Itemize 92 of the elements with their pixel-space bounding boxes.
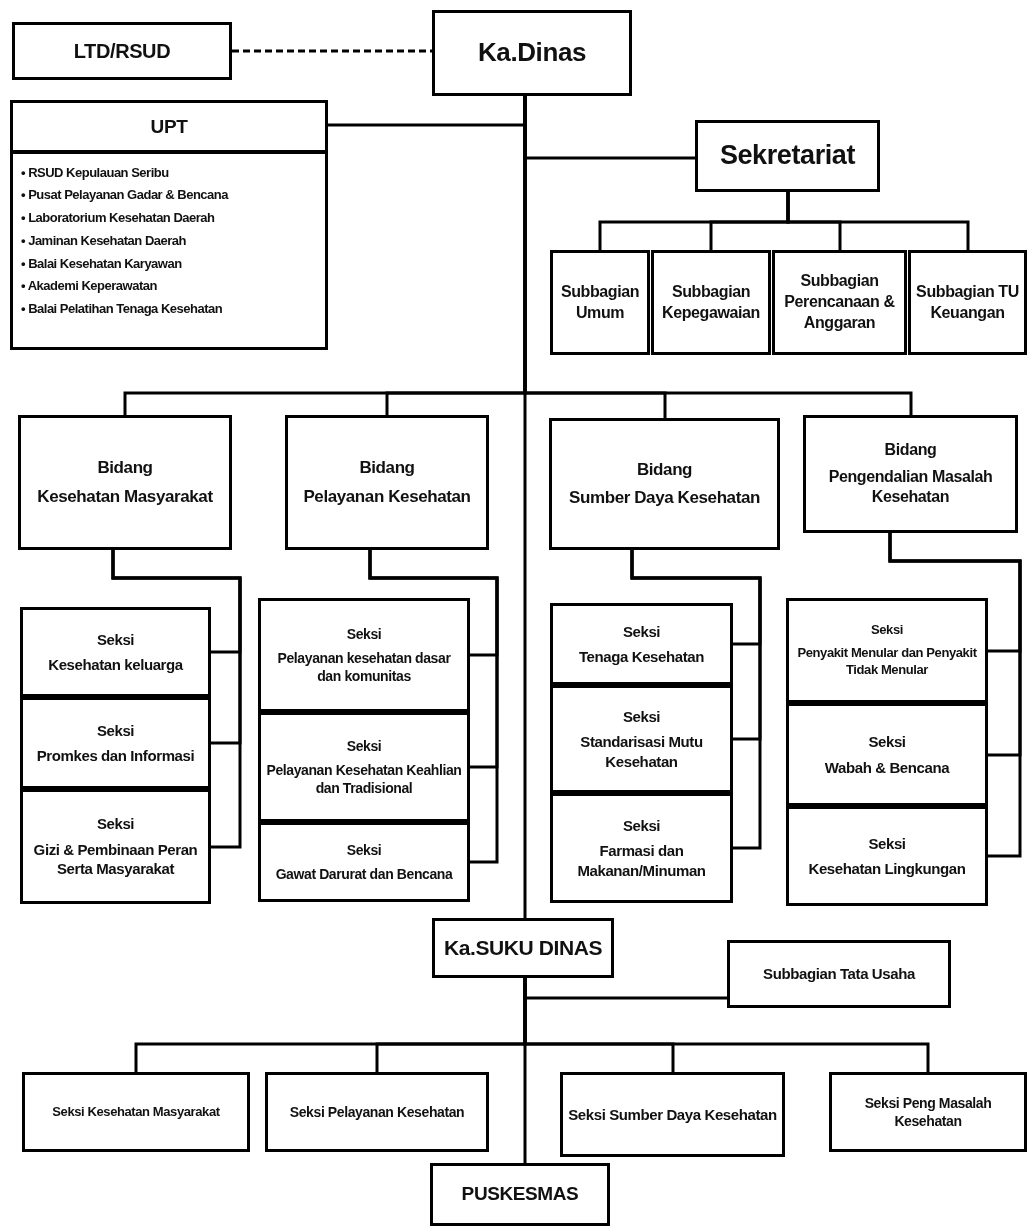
list-item: • Pusat Pelayanan Gadar & Bencana [21, 186, 230, 205]
org-box [432, 918, 614, 978]
org-box [20, 607, 211, 697]
box-heading: Seksi [868, 732, 906, 752]
list-item: • Akademi Keperawatan [21, 277, 158, 296]
org-box [550, 250, 650, 355]
org-box [258, 712, 470, 822]
dashed-connector [232, 49, 432, 53]
org-box [18, 415, 232, 550]
org-box [22, 1072, 250, 1152]
unit-name: PUSKESMAS [461, 1182, 579, 1207]
box-heading: Seksi [346, 840, 382, 859]
unit-name: Kesehatan Lingkungan [808, 859, 966, 879]
box-heading: Seksi [622, 621, 661, 641]
org-box [829, 1072, 1027, 1152]
org-box [258, 598, 470, 712]
unit-name: Gawat Darurat dan Bencana [275, 865, 453, 884]
list-item: • Jaminan Kesehatan Daerah [21, 231, 187, 250]
org-box [265, 1072, 489, 1152]
org-box [550, 603, 733, 685]
unit-name: Subbagian Perencanaan & Anggaran [783, 271, 896, 333]
org-box [20, 789, 211, 904]
box-heading: Seksi [96, 814, 135, 834]
connector-line [786, 192, 970, 250]
org-box [908, 250, 1027, 355]
unit-name: Kesehatan Masyarakat [37, 485, 213, 508]
unit-name: Seksi Kesehatan Masyarakat [52, 1103, 220, 1121]
box-heading: Bidang [97, 457, 153, 480]
org-box [772, 250, 907, 355]
org-box [560, 1072, 785, 1157]
box-heading: Seksi [96, 720, 135, 740]
org-box [432, 10, 632, 96]
org-box [550, 793, 733, 903]
unit-name: Promkes dan Informasi [36, 746, 195, 766]
org-box [549, 418, 780, 550]
org-box [285, 415, 489, 550]
org-box [20, 697, 211, 789]
org-box [258, 822, 470, 902]
unit-name: Ka.SUKU DINAS [443, 935, 603, 962]
unit-name: Pelayanan Kesehatan Keahlian dan Tradisional [265, 760, 463, 798]
unit-name: Pengendalian Masalah Kesehatan [827, 466, 994, 508]
box-heading: Bidang [636, 458, 693, 481]
unit-name: Penyakit Menular dan Penyakit Tidak Menular [796, 645, 978, 679]
org-box [803, 415, 1018, 533]
unit-name: Subbagian Umum [559, 281, 641, 323]
box-heading: UPT [13, 103, 325, 154]
org-box [12, 22, 232, 80]
org-box [550, 685, 733, 793]
unit-name: Seksi Peng Masalah Kesehatan [863, 1093, 993, 1131]
box-heading: Seksi [868, 833, 906, 853]
unit-name: Farmasi dan Makanan/Minuman [576, 841, 707, 881]
org-box [651, 250, 771, 355]
org-box [727, 940, 951, 1008]
unit-name: Pelayanan Kesehatan [303, 485, 471, 508]
connector-line [888, 533, 1022, 858]
box-heading: Seksi [622, 706, 661, 727]
unit-name: Tenaga Kesehatan [578, 647, 704, 667]
box-heading: Seksi [346, 736, 382, 755]
connector-line [111, 550, 242, 849]
unit-name: Gizi & Pembinaan Peran Serta Masyarakat [32, 839, 199, 879]
list-item: • RSUD Kepulauan Seribu [21, 163, 170, 182]
unit-name: Sekretariat [719, 139, 856, 173]
unit-name: Subbagian TU Keuangan [915, 281, 1020, 323]
unit-name: Subbagian Tata Usaha [763, 964, 915, 984]
box-heading: Seksi [871, 622, 903, 640]
unit-name: Subbagian Kepegawaian [661, 281, 761, 323]
box-heading: Bidang [884, 439, 937, 460]
org-box [695, 120, 880, 192]
unit-name: Seksi Pelayanan Kesehatan [289, 1102, 465, 1122]
unit-name: Seksi Sumber Daya Kesehatan [568, 1104, 777, 1125]
connector-line [630, 550, 762, 850]
connector-line [523, 978, 527, 1163]
list-item: • Balai Pelatihan Tenaga Kesehatan [21, 300, 224, 319]
org-box [786, 598, 988, 703]
unit-name: Standarisasi Mutu Kesehatan [579, 732, 704, 772]
unit-name: Wabah & Bencana [824, 757, 950, 777]
list-item: • Balai Kesehatan Karyawan [21, 254, 183, 273]
unit-name: LTD/RSUD [73, 39, 171, 64]
box-heading: Bidang [359, 457, 415, 480]
box-heading: Seksi [346, 624, 382, 643]
list-item: • Laboratorium Kesehatan Daerah [21, 209, 216, 228]
unit-name: Kesehatan keluarga [48, 655, 183, 675]
box-heading: Seksi [622, 815, 661, 836]
org-box [786, 806, 988, 906]
box-heading: Seksi [96, 629, 135, 649]
connector-line [368, 550, 499, 864]
unit-name: Ka.Dinas [477, 36, 587, 70]
org-box [430, 1163, 610, 1226]
unit-name: Sumber Daya Kesehatan [569, 487, 760, 509]
unit-list-box [10, 100, 328, 350]
unit-name: Pelayanan kesehatan dasar dan komunitas [276, 648, 452, 686]
org-box [786, 703, 988, 806]
